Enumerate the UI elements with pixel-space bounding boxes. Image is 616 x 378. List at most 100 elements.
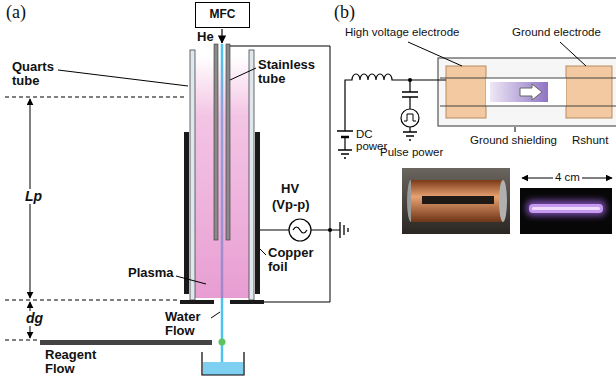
inductor-symbol [345, 74, 446, 131]
pulse-source-symbol [404, 114, 416, 121]
plasma-glow [490, 82, 548, 102]
reagent-plate [40, 340, 212, 345]
plasma-photo [532, 207, 600, 210]
stainless-tube [214, 44, 218, 240]
reagent-plate [219, 339, 226, 346]
dimension-label: Lp [23, 189, 44, 204]
leader-line [260, 249, 266, 255]
gas-label: He [197, 30, 214, 44]
signal-label: (Vp-p) [272, 198, 310, 212]
panel-label: (b) [334, 3, 355, 22]
stainless-tube [226, 44, 230, 240]
leader-line [58, 68, 266, 318]
ground-symbol [347, 228, 348, 232]
device-photo [402, 168, 510, 234]
copper-foil [184, 132, 189, 294]
junction-dot [408, 78, 412, 82]
gas-inlet-arrow [221, 29, 222, 43]
battery-symbol [337, 130, 353, 132]
dimension-line [5, 300, 178, 301]
dimension-label: dg [24, 311, 45, 326]
part-label: Water Flow [165, 310, 210, 337]
inductor-symbol [345, 74, 446, 131]
part-label: Ground shielding [470, 134, 557, 146]
hv-source-symbol [293, 227, 307, 233]
hv-source-symbol [289, 219, 311, 241]
discharge-tube [440, 78, 616, 79]
leader-line [230, 68, 256, 80]
leader-line [58, 70, 188, 86]
quartz-tube [190, 50, 195, 300]
plasma-photo [526, 200, 606, 216]
leader-line [515, 127, 516, 132]
plasma-glow [520, 84, 542, 100]
part-label: High voltage electrode [345, 26, 459, 38]
beaker [202, 352, 244, 375]
plasma-glow [490, 82, 548, 102]
pulse-source-symbol [401, 109, 419, 140]
component-label: Rshunt [572, 134, 608, 146]
copper-foil [255, 132, 260, 294]
dimension-line [5, 340, 38, 341]
box-text: MFC [209, 7, 236, 21]
battery-symbol [338, 150, 352, 158]
part-label: Copper foil [268, 246, 323, 273]
wire [311, 230, 340, 231]
device-photo [402, 168, 510, 234]
part-label: Quarts tube [12, 60, 72, 87]
part-label: Plasma [128, 266, 174, 280]
part-label: Stainless tube [258, 58, 328, 85]
dimension-line [5, 97, 186, 98]
battery-symbol [337, 131, 353, 158]
ground-shielding [438, 58, 616, 126]
part-label: Water Flow [165, 310, 210, 337]
ground-symbol [339, 222, 340, 238]
panel-label: (b) [334, 3, 355, 22]
gas-inlet-arrow [222, 29, 223, 43]
signal-label: Pulse power [380, 146, 443, 158]
capacitor-symbol [409, 97, 410, 109]
beaker [203, 362, 243, 375]
discharge-tube [440, 78, 616, 106]
ground-shielding [438, 58, 616, 126]
wire [230, 46, 340, 302]
copper-foil [230, 300, 264, 304]
signal-label: HV [281, 182, 299, 196]
electrode [446, 66, 612, 118]
discharge-tube [486, 78, 566, 106]
dimension-label: dg [24, 311, 45, 326]
dimension-label: 4 cm [553, 171, 582, 183]
plasma-glow [195, 56, 249, 298]
device-photo [499, 180, 507, 222]
part-label: Ground electrode [512, 26, 601, 38]
part-label: Plasma [128, 266, 174, 280]
gas-label: He [197, 30, 214, 44]
plasma-photo [520, 188, 612, 234]
hv-source-symbol [289, 219, 311, 241]
controller-box: MFC [195, 2, 250, 28]
plasma-glow [195, 56, 249, 298]
part-label: Ground shielding [470, 134, 557, 146]
leader-line [176, 276, 206, 284]
leader-line [408, 42, 462, 66]
copper-foil [180, 300, 214, 304]
copper-foil [180, 132, 264, 304]
wire [260, 230, 289, 231]
electrode [446, 66, 486, 118]
discharge-tube [440, 106, 616, 107]
device-photo [422, 196, 494, 204]
panel-label: (a) [6, 3, 26, 22]
reagent-plate [40, 339, 226, 346]
dimension-line [5, 97, 186, 340]
part-label: Reagent Flow [45, 348, 105, 375]
part-label: Quarts tube [12, 60, 72, 87]
part-label: Ground electrode [512, 26, 601, 38]
leader-line [408, 42, 586, 132]
quartz-tube [190, 50, 254, 300]
pulse-source-symbol [409, 127, 410, 132]
leader-line [211, 312, 220, 318]
electrode [566, 66, 612, 118]
